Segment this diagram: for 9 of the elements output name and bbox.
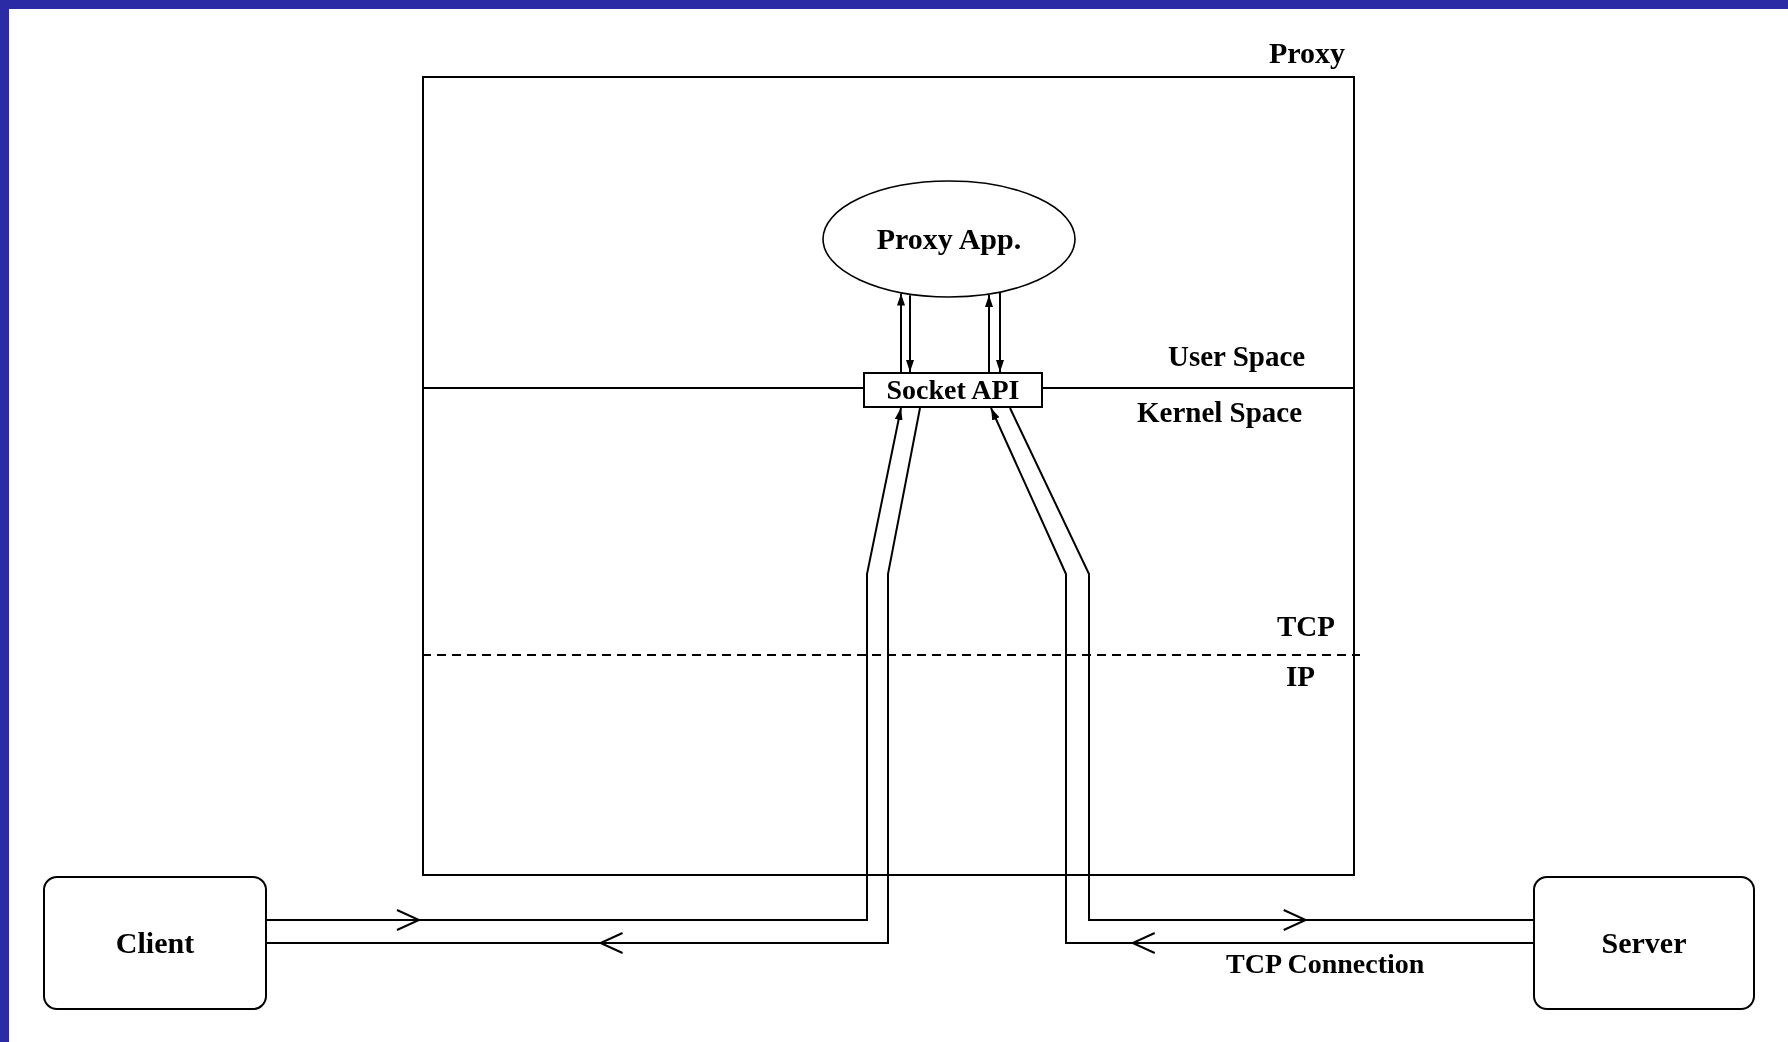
box-heading: Proxy [1268,36,1345,70]
layer-label: TCP [1277,610,1335,643]
node-label: Proxy App. [876,222,1022,256]
host-box: Server [1533,876,1755,1010]
api-box: Socket API [863,372,1043,408]
layer-label: IP [1286,660,1315,693]
host-box: Client [43,876,267,1010]
layer-label: Kernel Space [1137,396,1303,429]
layer-label: User Space [1168,340,1306,373]
